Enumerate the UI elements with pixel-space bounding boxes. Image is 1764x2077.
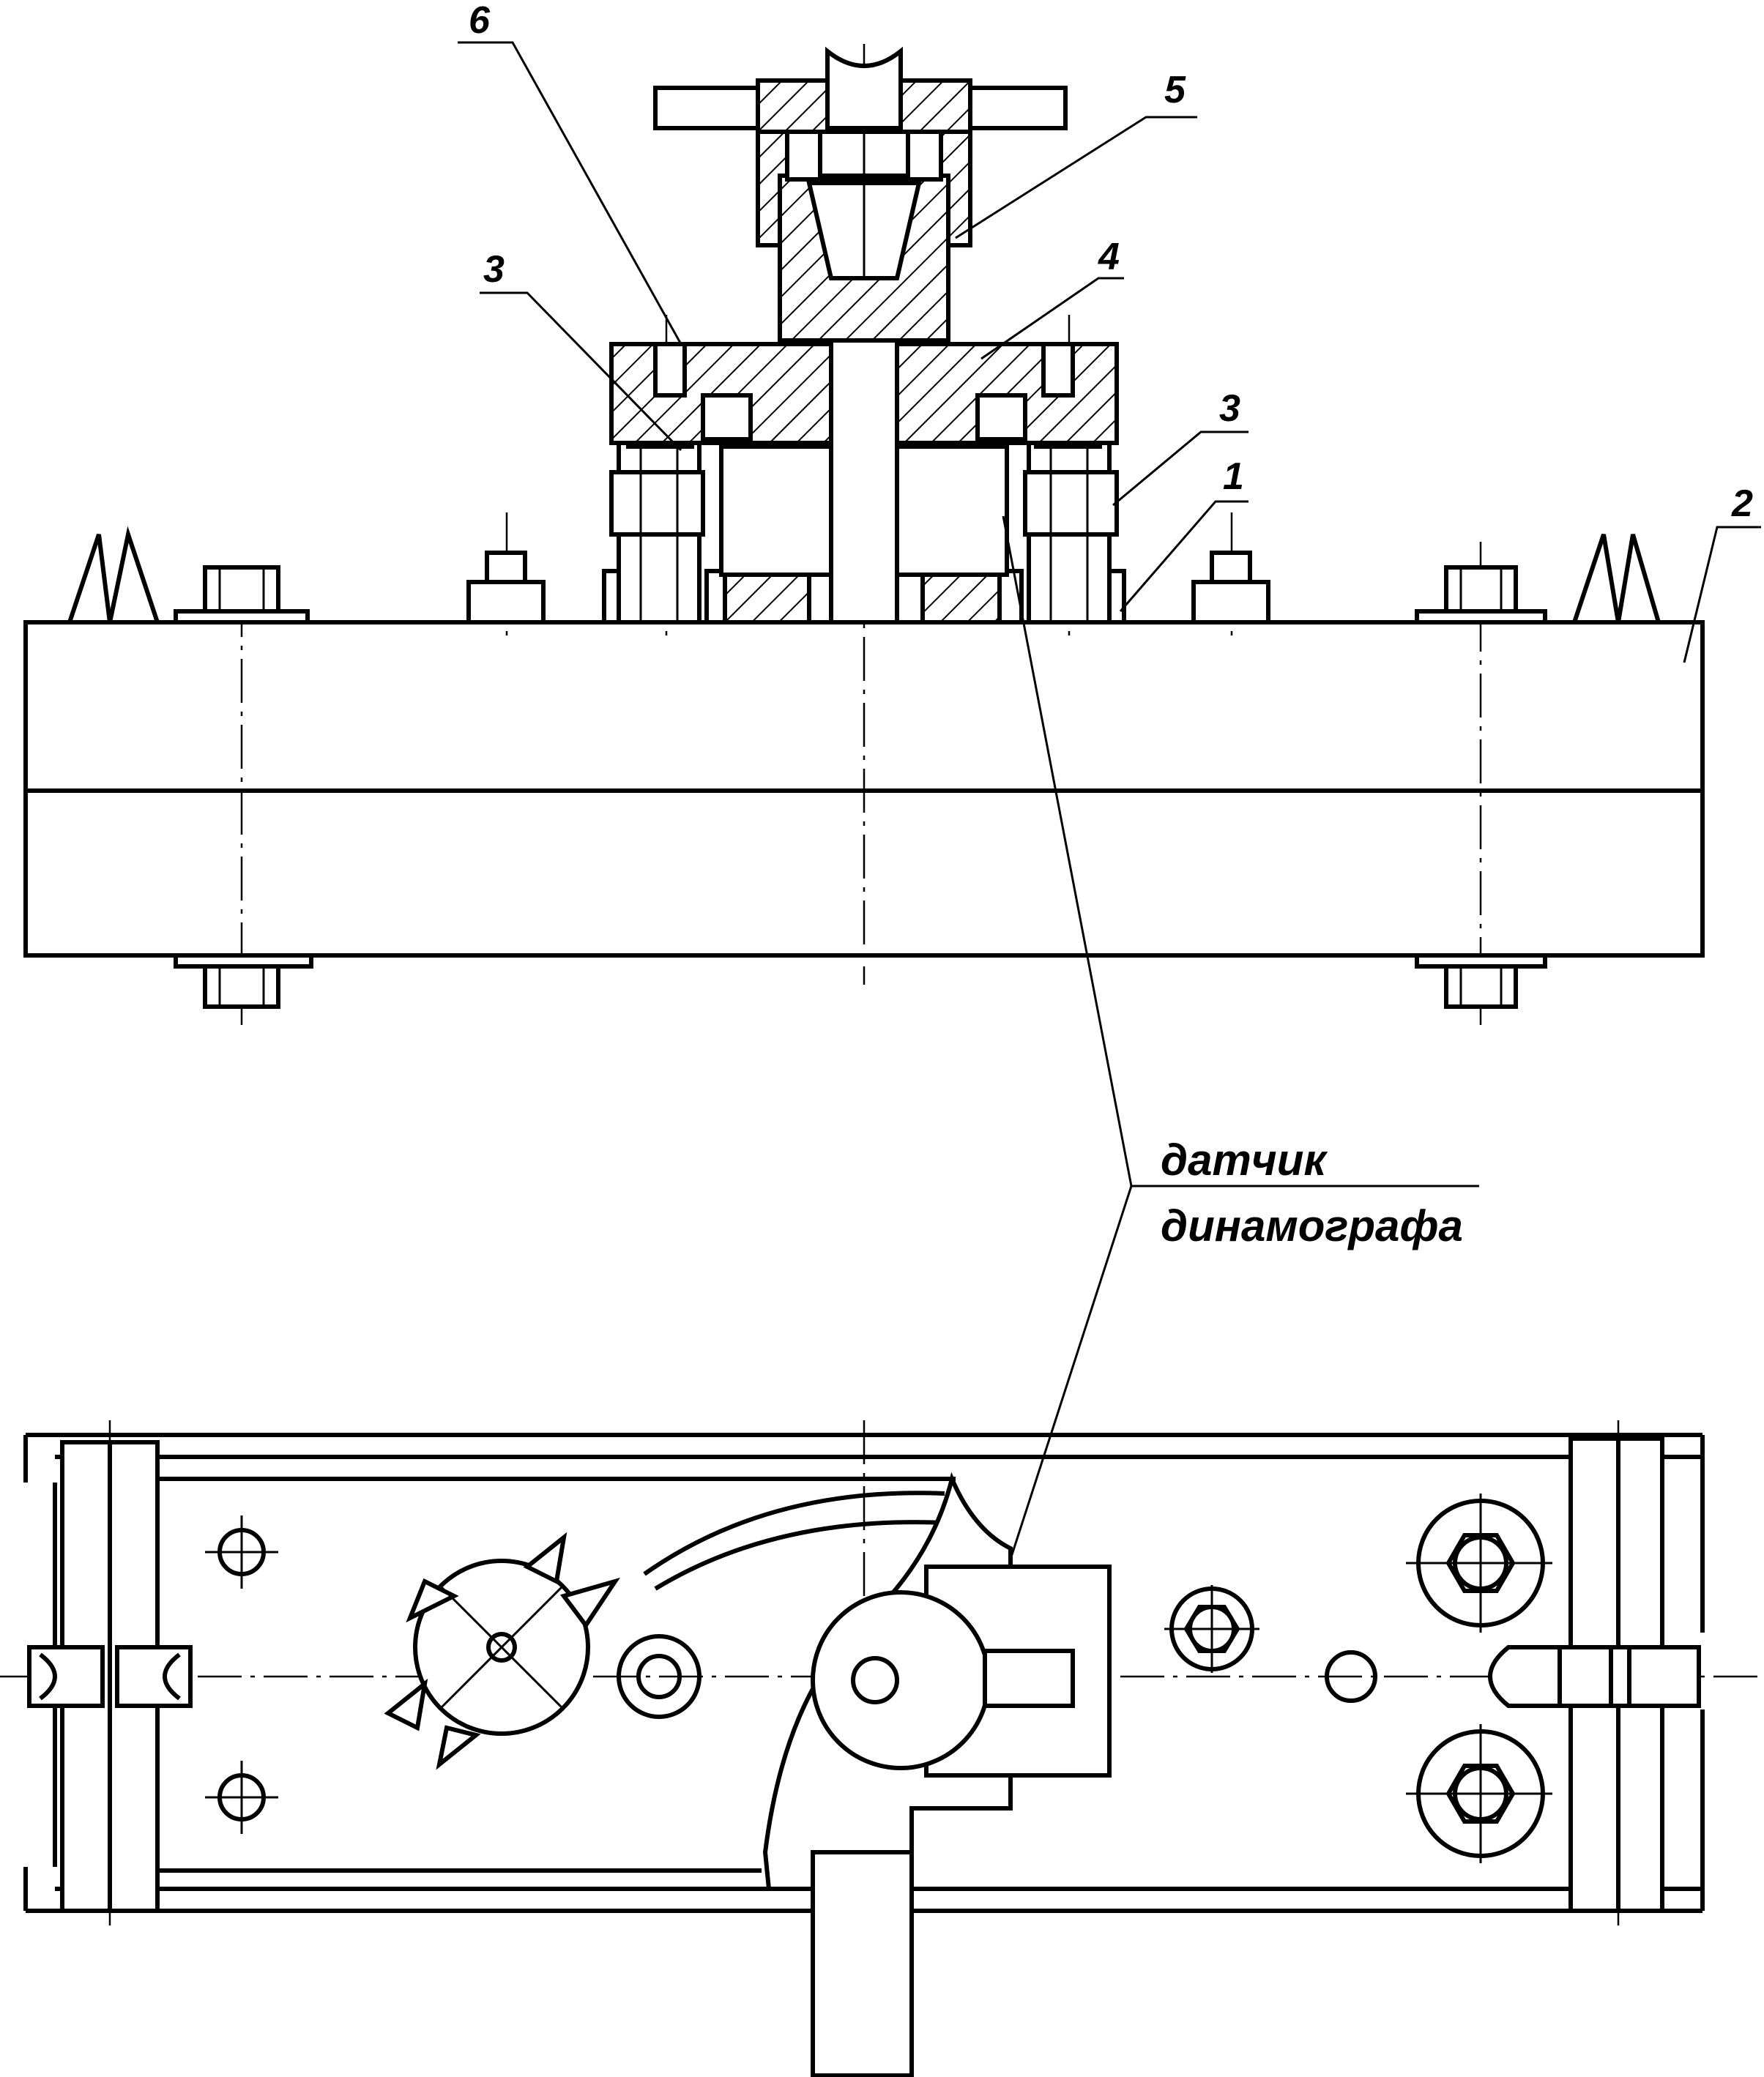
label-part-4: 4 [1098, 236, 1120, 278]
left-stop-bracket [67, 526, 160, 623]
right-end-plate [1488, 1436, 1701, 1913]
bolt-bottom-right [1415, 953, 1547, 1009]
nut-mid [1164, 1585, 1259, 1673]
sensor-caption-line1: датчик [1161, 1136, 1328, 1185]
hole-left-top [205, 1515, 278, 1589]
nut-right-bottom [1406, 1724, 1552, 1863]
bolt-top-right [1415, 565, 1547, 624]
right-stop-bracket [1572, 534, 1661, 623]
arc-slot [643, 1491, 945, 1591]
leaders [458, 41, 1761, 1571]
hole-left-bottom [205, 1761, 278, 1834]
label-part-3-left: 3 [483, 248, 505, 291]
label-part-1: 1 [1223, 455, 1244, 498]
label-part-6: 6 [469, 0, 491, 42]
plan-view [0, 1420, 1764, 2077]
sensor-caption-line2: динамографа [1161, 1201, 1463, 1250]
handle-bar [653, 46, 1068, 134]
hole-plain [1325, 1650, 1377, 1703]
bolt-top-mid-left [466, 551, 546, 624]
label-part-3-right: 3 [1219, 387, 1240, 430]
bolt-top-mid-right [1191, 551, 1270, 624]
label-part-2: 2 [1731, 482, 1753, 525]
ratchet-wheel [384, 1532, 621, 1770]
nut-right-top [1406, 1494, 1552, 1633]
washer [617, 1634, 701, 1719]
label-part-5: 5 [1164, 69, 1186, 111]
left-end-plate [27, 1440, 193, 1913]
bolt-top-left [174, 565, 310, 624]
lever-arm [762, 1472, 1112, 2077]
bolt-bottom-left [174, 953, 313, 1009]
front-section-view: 6 3 5 4 3 1 2 датчик динамографа [23, 0, 1761, 1571]
